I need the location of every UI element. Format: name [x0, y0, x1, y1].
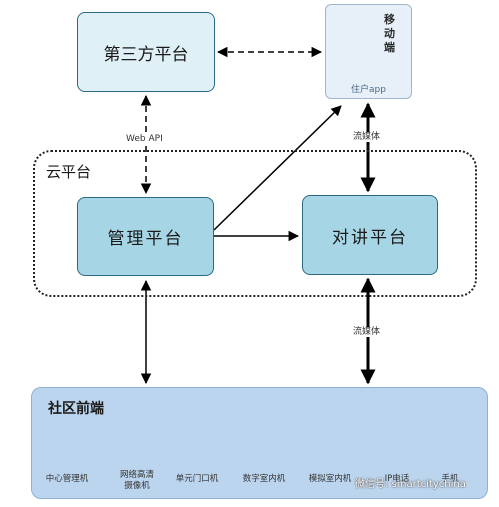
management-platform-label: 管理平台 [107, 229, 184, 249]
device-label-ip-phone: IP电话 [384, 474, 410, 484]
cloud-platform-label: 云平台 [46, 163, 92, 181]
device-label-smartphone: 手机 [441, 474, 459, 484]
device-label-digital-indoor: 数字室内机 [242, 474, 286, 484]
device-label-center-management: 中心管理机 [45, 474, 89, 484]
intercom-platform-label: 对讲平台 [332, 227, 408, 248]
mobile-client-node: 移动端 住户app [325, 4, 412, 99]
third-party-platform-node: 第三方平台 [77, 12, 215, 92]
wechat-watermark: 微信号: smartcitychina [355, 479, 466, 490]
mobile-client-title: 移动端 [384, 13, 395, 54]
resident-app-caption: 住户app [351, 85, 386, 95]
stream-media-edge-label-top: 流媒体 [353, 132, 381, 142]
device-label-hd-camera: 网络高清 摄像机 [119, 470, 154, 491]
community-frontend-label: 社区前端 [48, 401, 104, 417]
third-party-platform-label: 第三方平台 [103, 44, 189, 65]
cloud-platform-boundary [33, 150, 477, 297]
community-frontend-group [31, 387, 488, 499]
device-label-analog-indoor: 模拟室内机 [308, 474, 352, 484]
intercom-platform-node: 对讲平台 [302, 195, 438, 275]
web-api-edge-label: Web API [126, 134, 163, 144]
device-label-door-station: 单元门口机 [175, 474, 219, 484]
stream-media-edge-label-bottom: 流媒体 [353, 327, 381, 337]
connector-management-mobile [213, 105, 342, 231]
management-platform-node: 管理平台 [77, 197, 214, 276]
